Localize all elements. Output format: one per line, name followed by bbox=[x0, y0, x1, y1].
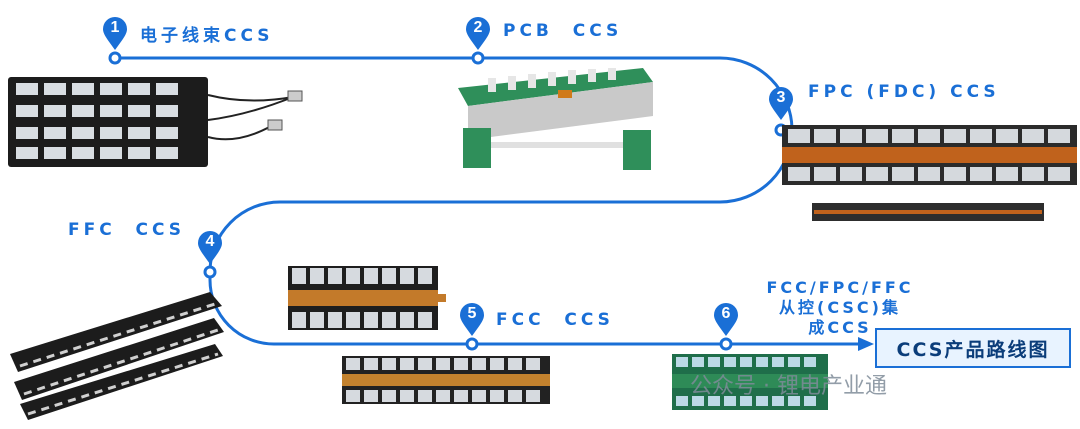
stage-5-pin: 5 bbox=[460, 303, 484, 337]
stage-2-pin: 2 bbox=[466, 17, 490, 51]
node-2 bbox=[471, 51, 485, 65]
stage-1-label: 电子线束CCS bbox=[140, 26, 274, 46]
stage-6-line-3: 成CCS bbox=[808, 318, 872, 337]
ffc-ccs-image bbox=[10, 292, 224, 420]
stage-6-pin: 6 bbox=[714, 303, 738, 337]
stage-6-number: 6 bbox=[721, 305, 731, 322]
roadmap-title-box: CCS产品路线图 bbox=[875, 328, 1071, 368]
stage-6-line-2: 从控(CSC)集 bbox=[779, 298, 901, 317]
stage-5-number: 5 bbox=[467, 305, 477, 322]
stage-2-number: 2 bbox=[473, 19, 483, 36]
integrated-ccs-image bbox=[672, 354, 828, 410]
node-4 bbox=[203, 265, 217, 279]
arrow-head-icon bbox=[858, 337, 874, 351]
stage-4-number: 4 bbox=[205, 233, 215, 250]
pcb-ccs-image bbox=[458, 68, 653, 170]
node-6 bbox=[719, 337, 733, 351]
stage-6-line-1: FCC/FPC/FFC bbox=[766, 278, 914, 297]
fcc-ccs-image bbox=[342, 356, 550, 404]
stage-1-number: 1 bbox=[110, 19, 120, 36]
fcc-upper-image bbox=[288, 266, 446, 330]
stage-3-pin: 3 bbox=[769, 87, 793, 121]
node-1 bbox=[108, 51, 122, 65]
stage-6-label: FCC/FPC/FFC 从控(CSC)集 成CCS bbox=[750, 278, 930, 338]
wire-harness-ccs-image bbox=[8, 77, 303, 167]
watermark: 公众号 · 锂电产业通 bbox=[690, 374, 887, 399]
stage-4-label: FFC CCS bbox=[68, 220, 186, 240]
stage-3-label: FPC (FDC) CCS bbox=[808, 82, 1000, 102]
stage-5-label: FCC CCS bbox=[496, 310, 614, 330]
stage-4-pin: 4 bbox=[198, 231, 222, 265]
stage-1-pin: 1 bbox=[103, 17, 127, 51]
stage-3-number: 3 bbox=[776, 89, 786, 106]
fpc-ccs-image bbox=[782, 125, 1077, 221]
node-5 bbox=[465, 337, 479, 351]
stage-2-label: PCB CCS bbox=[503, 21, 623, 41]
